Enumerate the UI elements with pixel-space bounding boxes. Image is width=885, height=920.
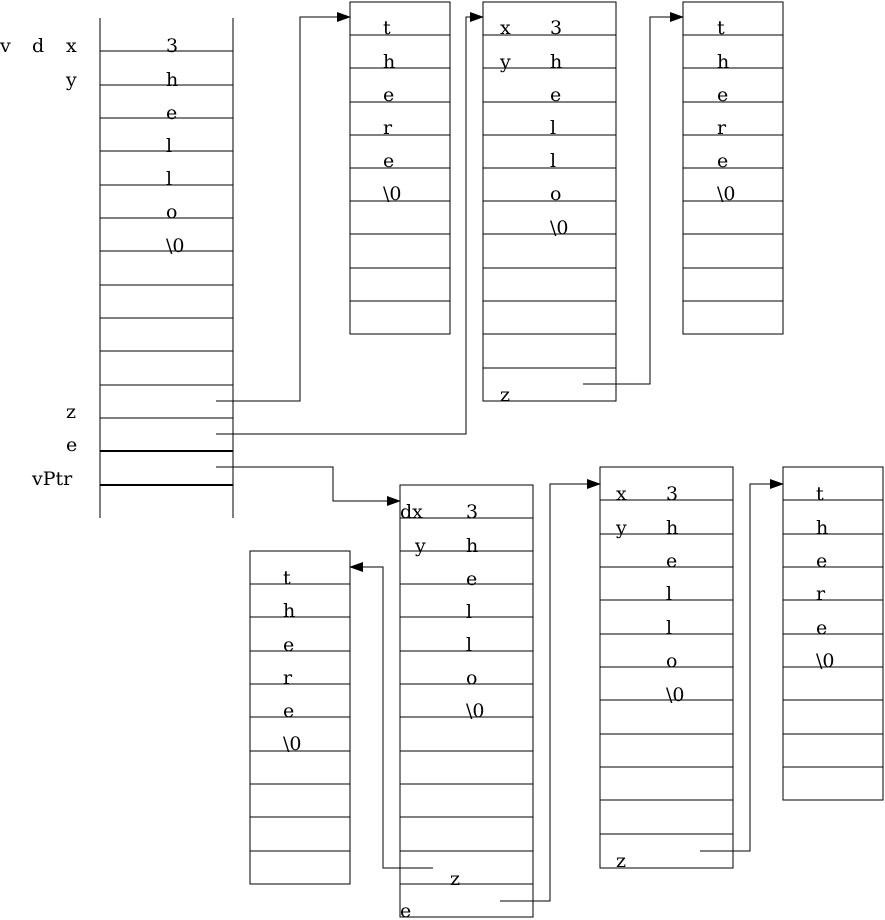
main-label-y: y <box>65 69 77 91</box>
vobj-label-z: z <box>450 868 460 890</box>
there-2-cell: \0 <box>717 183 736 205</box>
d1-cell: l <box>550 117 556 139</box>
main-label-d: d <box>32 35 44 57</box>
there-1-cell: \0 <box>383 183 402 205</box>
main-cell: e <box>166 102 177 124</box>
d2-cell: l <box>666 617 672 639</box>
vobj-cell: h <box>466 535 478 557</box>
d-object-block-2: x y z 3 h e l l o \0 <box>599 466 734 872</box>
v-object-block: dx y z e 3 h e l l o \0 <box>399 484 534 920</box>
there-4-cell: h <box>816 517 828 539</box>
pointer-arrow-main-vptr <box>216 466 401 506</box>
there-2-cell: r <box>717 117 727 139</box>
d2-cell: e <box>666 550 677 572</box>
there-3-cell: h <box>283 600 295 622</box>
d2-cell: \0 <box>666 684 685 706</box>
there-1-cell: e <box>383 84 394 106</box>
d1-label-y: y <box>499 51 511 73</box>
vobj-cell: \0 <box>466 700 485 722</box>
vobj-cell: e <box>466 568 477 590</box>
there-4-cell: \0 <box>816 650 835 672</box>
d2-label-x: x <box>616 483 627 505</box>
there-1-cell: e <box>383 150 394 172</box>
main-memory-block: v d x y z e vPtr 3 h e l l o \0 <box>0 18 234 518</box>
d2-cell: o <box>666 650 677 672</box>
pointer-arrow-vobj-e <box>500 479 601 902</box>
there-1-cell: h <box>383 51 395 73</box>
there-4-cell: e <box>816 617 827 639</box>
vobj-label-dx: dx <box>400 501 423 523</box>
there-2-cell: t <box>717 17 725 39</box>
vobj-label-y: y <box>414 535 426 557</box>
vobj-label-e: e <box>400 900 411 920</box>
d1-cell: l <box>550 150 556 172</box>
there-3-cell: e <box>283 700 294 722</box>
vobj-cell: l <box>466 634 472 656</box>
main-label-x: x <box>66 35 77 57</box>
there-3-cell: \0 <box>283 733 302 755</box>
pointer-arrow-vobj-z <box>349 562 433 869</box>
pointer-arrow-d1-z <box>583 12 684 385</box>
pointer-arrow-d2-z <box>700 479 784 852</box>
d1-cell: e <box>550 84 561 106</box>
there-3-cell: t <box>283 567 291 589</box>
pointer-arrow-main-e <box>216 12 484 435</box>
there-2-cell: e <box>717 84 728 106</box>
there-1-cell: t <box>383 17 391 39</box>
there-block-3: t h e r e \0 <box>249 550 351 885</box>
there-1-cell: r <box>383 117 393 139</box>
d2-cell: 3 <box>666 483 678 505</box>
there-block-1: t h e r e \0 <box>349 1 451 335</box>
d2-cell: l <box>666 583 672 605</box>
there-2-cell: h <box>717 51 729 73</box>
main-cell: 3 <box>166 35 178 57</box>
d-object-block-1: x y z 3 h e l l o \0 <box>482 1 617 406</box>
there-block-4: t h e r e \0 <box>782 466 884 801</box>
there-4-cell: t <box>816 483 824 505</box>
vobj-cell: l <box>466 601 472 623</box>
main-label-z: z <box>66 401 76 423</box>
main-cell: l <box>166 168 172 190</box>
d1-cell: \0 <box>550 217 569 239</box>
there-block-2: t h e r e \0 <box>682 1 784 335</box>
there-2-cell: e <box>717 150 728 172</box>
main-cell: l <box>166 135 172 157</box>
main-label-e: e <box>66 434 77 456</box>
d1-label-x: x <box>500 17 511 39</box>
d2-cell: h <box>666 517 678 539</box>
main-cell: \0 <box>166 235 185 257</box>
main-cell: o <box>166 201 177 223</box>
vobj-cell: o <box>466 667 477 689</box>
d1-label-z: z <box>500 384 510 406</box>
d1-cell: o <box>550 183 561 205</box>
d2-label-z: z <box>616 850 626 872</box>
d2-label-y: y <box>615 517 627 539</box>
d1-cell: 3 <box>550 17 562 39</box>
there-3-cell: r <box>283 667 293 689</box>
vobj-cell: 3 <box>466 501 478 523</box>
d1-cell: h <box>550 51 562 73</box>
there-3-cell: e <box>283 634 294 656</box>
main-label-vptr: vPtr <box>31 468 73 490</box>
pointer-arrow-main-z <box>216 12 351 402</box>
there-4-cell: r <box>816 583 826 605</box>
there-4-cell: e <box>816 550 827 572</box>
main-label-v: v <box>0 35 11 57</box>
main-cell: h <box>166 69 178 91</box>
